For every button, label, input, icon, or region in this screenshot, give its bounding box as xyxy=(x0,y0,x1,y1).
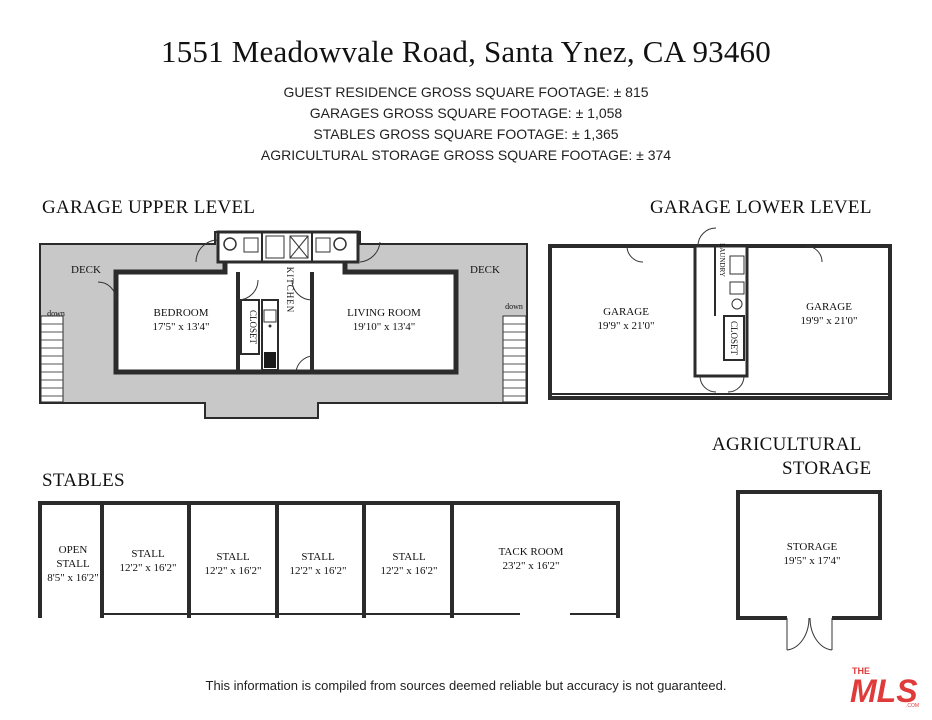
sqft-stables: STABLES GROSS SQUARE FOOTAGE: ± 1,365 xyxy=(313,126,619,142)
lower-level-plan: GARAGE 19'9" x 21'0" GARAGE 19'9" x 21'0… xyxy=(548,227,892,400)
lower-closet-label: CLOSET xyxy=(729,321,739,356)
deck-left-label: DECK xyxy=(71,264,101,276)
stall-1-label: STALL xyxy=(131,548,165,560)
mls-logo-suffix: .COM xyxy=(906,703,919,709)
garage-right-label: GARAGE xyxy=(806,301,852,313)
agricultural-heading-line1: AGRICULTURAL xyxy=(712,434,862,455)
bedroom-label: BEDROOM xyxy=(153,307,208,319)
kitchen-label: KITCHEN xyxy=(285,267,295,314)
open-stall-dims: 8'5" x 16'2" xyxy=(47,572,98,584)
stall-3-label: STALL xyxy=(301,551,335,563)
living-room-label: LIVING ROOM xyxy=(347,307,421,319)
tack-room-dims: 23'2" x 16'2" xyxy=(503,560,560,572)
garage-upper-heading: GARAGE UPPER LEVEL xyxy=(42,197,256,218)
garage-left-dims: 19'9" x 21'0" xyxy=(598,320,655,332)
agricultural-heading-line2: STORAGE xyxy=(782,458,872,479)
laundry-label: LAUNDRY xyxy=(718,243,726,277)
stall-1-dims: 12'2" x 16'2" xyxy=(120,562,177,574)
garage-right-dims: 19'9" x 21'0" xyxy=(801,315,858,327)
stall-2-dims: 12'2" x 16'2" xyxy=(205,565,262,577)
upper-closet-label: CLOSET xyxy=(248,310,258,345)
storage-plan: STORAGE 19'5" x 17'4" xyxy=(736,490,882,651)
stall-2-label: STALL xyxy=(216,551,250,563)
stairs-right xyxy=(502,315,527,403)
garage-lower-heading: GARAGE LOWER LEVEL xyxy=(650,197,872,218)
upper-level-plan: DECK DECK down down BEDROOM 17'5" x 13'4… xyxy=(39,230,528,419)
open-stall-label-a: OPEN xyxy=(59,544,88,556)
storage-dims: 19'5" x 17'4" xyxy=(784,555,841,567)
mls-logo-text: MLS xyxy=(850,673,918,709)
stall-3-dims: 12'2" x 16'2" xyxy=(290,565,347,577)
sqft-garages: GARAGES GROSS SQUARE FOOTAGE: ± 1,058 xyxy=(309,105,623,121)
stables-plan: OPEN STALL 8'5" x 16'2" STALL 12'2" x 16… xyxy=(38,501,620,618)
garage-left-label: GARAGE xyxy=(603,306,649,318)
disclaimer: This information is compiled from source… xyxy=(205,678,727,693)
stairs-left xyxy=(40,315,64,403)
sqft-guest-residence: GUEST RESIDENCE GROSS SQUARE FOOTAGE: ± … xyxy=(283,84,649,100)
deck-right-label: DECK xyxy=(470,264,500,276)
down-left-label: down xyxy=(47,309,65,318)
square-footage-list: GUEST RESIDENCE GROSS SQUARE FOOTAGE: ± … xyxy=(0,82,932,166)
stables-heading: STABLES xyxy=(42,470,125,491)
stall-4-dims: 12'2" x 16'2" xyxy=(381,565,438,577)
open-stall-label-b: STALL xyxy=(56,558,90,570)
tack-room-label: TACK ROOM xyxy=(499,546,564,558)
sqft-agricultural-storage: AGRICULTURAL STORAGE GROSS SQUARE FOOTAG… xyxy=(260,147,672,163)
page-title: 1551 Meadowvale Road, Santa Ynez, CA 934… xyxy=(161,34,771,69)
mls-logo-the: THE xyxy=(852,666,870,676)
mls-logo: THE MLS .COM xyxy=(850,666,919,709)
down-right-label: down xyxy=(505,302,523,311)
living-room-dims: 19'10" x 13'4" xyxy=(353,321,415,333)
bedroom-dims: 17'5" x 13'4" xyxy=(153,321,210,333)
storage-label: STORAGE xyxy=(787,541,838,553)
stall-4-label: STALL xyxy=(392,551,426,563)
